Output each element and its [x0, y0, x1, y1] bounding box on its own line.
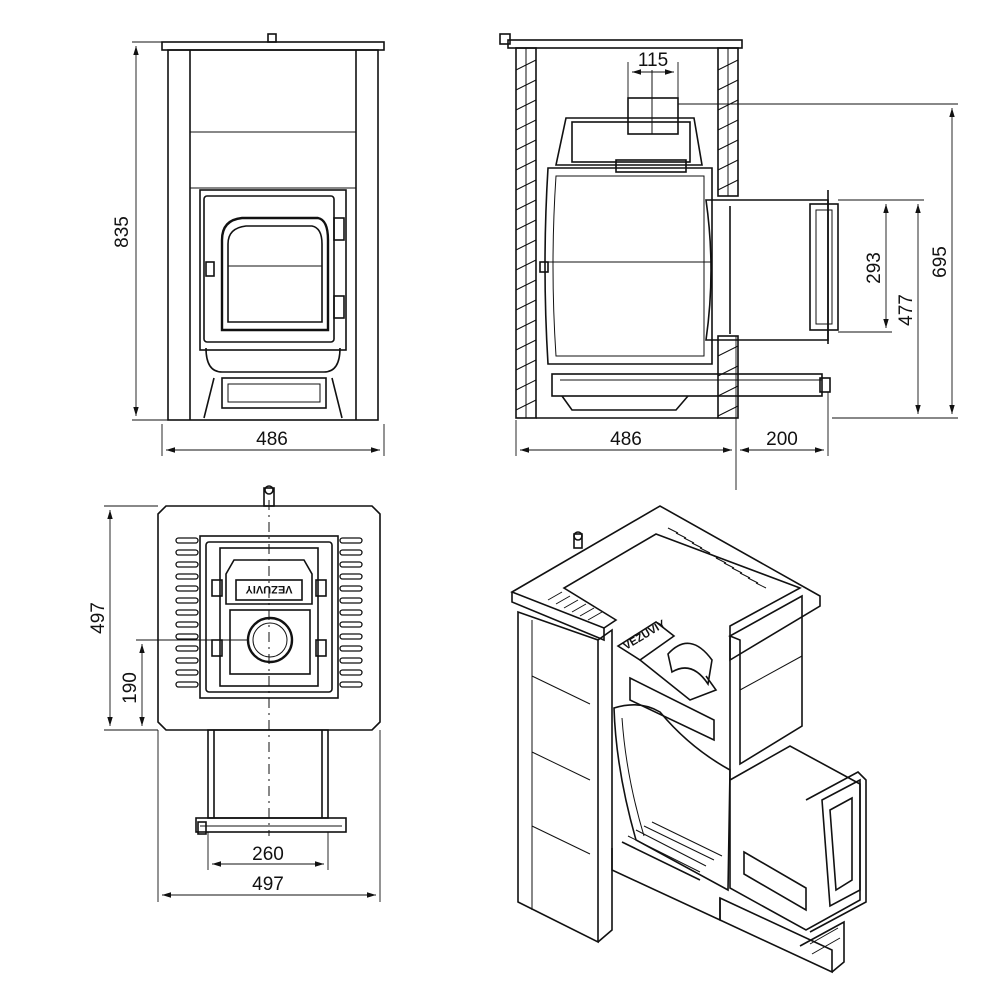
- iso-top-vents: [547, 527, 767, 621]
- dim-front-width: 486: [256, 429, 288, 450]
- dim-top-width: 497: [252, 874, 284, 895]
- top-view-right-vents: [339, 537, 363, 688]
- iso-grate: [611, 821, 723, 922]
- dim-side-tunnel-length: 200: [766, 429, 798, 450]
- dim-side-tunnel-height: 477: [896, 294, 917, 326]
- dim-side-total-height: 695: [930, 246, 951, 278]
- top-view-left-vents: [175, 537, 199, 688]
- iso-view-logo: VEZUVIY: [621, 618, 668, 653]
- dim-side-door-height: 293: [864, 252, 885, 284]
- front-view: 835 486: [112, 33, 385, 456]
- side-view: 115 293 477 695 486 200: [499, 33, 958, 490]
- dim-top-tunnel-width: 260: [252, 844, 284, 865]
- dim-front-height: 835: [112, 216, 133, 248]
- left-wall-hatch: [515, 59, 537, 411]
- dim-top-offset: 190: [120, 672, 141, 704]
- dim-side-body-width: 486: [610, 429, 642, 450]
- dim-side-flue: 115: [638, 50, 668, 71]
- top-view: VEZUVIY 497 190 260 497: [88, 485, 381, 902]
- dim-top-depth: 497: [88, 602, 109, 634]
- isometric-view: VEZUVIY: [510, 505, 867, 974]
